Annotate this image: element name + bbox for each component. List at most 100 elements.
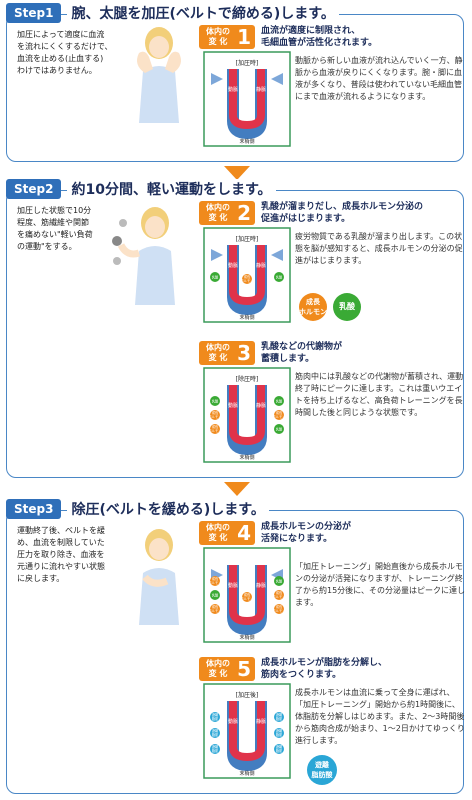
hormone-marker (210, 576, 220, 586)
vein-label: 静脈 (256, 262, 266, 269)
lactate-marker (210, 396, 220, 406)
hormone-marker-label: ホルモン (241, 278, 254, 283)
change-1-headline: 血流が適度に制限され、 毛細血管が活性化されます。 (261, 26, 378, 48)
change-3: 体内の変 化 3 乳酸などの代謝物が 蓄積します。 [除圧時]動脈静脈末梢側乳酸… (199, 341, 465, 471)
distal-label: 末梢側 (239, 454, 254, 461)
status-box (225, 551, 269, 565)
change-4-text: 「加圧トレーニング」開始直後から成長ホルモンの分泌が活発になりますが、トレーニン… (295, 562, 465, 607)
status-box (225, 55, 269, 69)
free-fatty-acid-tag: 遊離 脂肪酸 (307, 755, 337, 785)
change-3-headline: 乳酸などの代謝物が 蓄積します。 (261, 342, 343, 364)
step2-panel: Step2 約10分間、軽い運動をします。 加圧した状態で10分 程度、筋繊維や… (6, 179, 465, 478)
change-5-label: 体内の変 化 5 (199, 657, 255, 681)
hormone-marker (210, 604, 220, 614)
hormone-marker-label: ホルモン (273, 608, 286, 613)
change-2-text: 疲労物質である乳酸が溜まり出します。この状態を脳が感知すると、成長ホルモンの分泌… (295, 232, 463, 265)
change-4: 体内の変 化 4 成長ホルモンの分泌が 活発になります。 動脈静脈末梢側成長ホル… (199, 521, 465, 651)
woman-relaxed-figure (139, 529, 179, 625)
belt-right-icon (271, 249, 283, 261)
change-2-headline: 乳酸が溜まりだし、成長ホルモン分泌の 促進がはじまります。 (261, 202, 424, 224)
change-1: 体内の変 化 1 血流が適度に制限され、 毛細血管が活性化されます。 [加圧時]… (199, 25, 465, 159)
lactate-marker-label: 乳酸 (276, 579, 283, 584)
status-box (225, 687, 269, 701)
step1-heading: 腕、太腿を加圧(ベルトで締める)します。 (67, 3, 339, 23)
change-1-text: 動脈から新しい血液が流れ込んでいく一方、静脈から血液が戻りにくくなります。腕・脚… (295, 56, 463, 101)
lactate-marker (210, 272, 220, 282)
woman-flex-figure (137, 27, 181, 123)
fat-marker-label: 遊離 (276, 728, 283, 733)
vein-label: 静脈 (256, 718, 266, 725)
vessel-diagram-2: [加圧時]動脈静脈末梢側乳酸成長ホルモン乳酸 (203, 227, 291, 323)
hormone-marker-label: 成長 (212, 604, 219, 609)
lactate-marker-label: 乳酸 (212, 275, 219, 280)
hormone-marker (210, 424, 220, 434)
vein-label: 静脈 (256, 582, 266, 589)
artery-vessel (229, 551, 265, 626)
fat-marker-label: 脂肪 (212, 716, 219, 721)
hormone-marker-label: ホルモン (273, 414, 286, 419)
artery-vessel (229, 371, 265, 446)
change-4-label: 体内の変 化 4 (199, 521, 255, 545)
status-box (225, 371, 269, 385)
artery-label: 動脈 (228, 262, 238, 269)
step2-title: Step2 約10分間、軽い運動をします。 (6, 178, 276, 200)
step2-badge: Step2 (6, 179, 62, 199)
distal-label: 末梢側 (239, 770, 254, 777)
artery-label: 動脈 (228, 718, 238, 725)
fat-marker-label: 脂肪 (276, 716, 283, 721)
hormone-marker-label: ホルモン (209, 428, 222, 433)
fat-marker-label: 脂肪 (276, 748, 283, 753)
change-1-label: 体内の変 化 1 (199, 25, 255, 49)
growth-hormone-tag: 成長 ホルモン (299, 293, 327, 321)
artery-vessel (229, 231, 265, 306)
diagram-status: [除圧時] (236, 375, 259, 383)
lactate-marker-label: 乳酸 (276, 399, 283, 404)
artery-vessel (229, 687, 265, 762)
artery-label: 動脈 (228, 86, 238, 93)
lactate-marker (210, 590, 220, 600)
hormone-marker-label: 成長 (212, 576, 219, 581)
fat-marker-label: 脂肪 (276, 732, 283, 737)
hormone-marker-label: ホルモン (209, 580, 222, 585)
fat-marker-label: 遊離 (212, 744, 219, 749)
fat-marker-label: 遊離 (212, 728, 219, 733)
fat-marker (274, 728, 284, 738)
woman-dumbbell-figure (112, 207, 175, 305)
hormone-marker-label: 成長 (212, 424, 219, 429)
change-2: 体内の変 化 2 乳酸が溜まりだし、成長ホルモン分泌の 促進がはじまります。 [… (199, 201, 465, 335)
artery-label: 動脈 (228, 402, 238, 409)
change-5-headline: 成長ホルモンが脂肪を分解し、 筋肉をつくります。 (261, 658, 388, 680)
fat-marker-label: 遊離 (276, 744, 283, 749)
change-3-text: 筋肉中には乳酸などの代謝物が蓄積され、運動終了時にピークに達します。これは重いウ… (295, 372, 464, 417)
fat-marker (274, 712, 284, 722)
lactate-marker (274, 424, 284, 434)
change-4-headline: 成長ホルモンの分泌が 活発になります。 (261, 522, 352, 544)
vessel-diagram-4: 動脈静脈末梢側成長ホルモン乳酸成長ホルモン成長ホルモン乳酸成長ホルモン成長ホルモ… (203, 547, 291, 643)
fat-marker-label: 遊離 (276, 712, 283, 717)
hormone-marker-label: 成長 (244, 274, 251, 279)
lactate-marker (274, 396, 284, 406)
belt-left-icon (211, 249, 223, 261)
step1-title: Step1 腕、太腿を加圧(ベルトで締める)します。 (6, 2, 339, 24)
lactate-marker (274, 272, 284, 282)
step3-badge: Step3 (6, 499, 62, 519)
vessel-diagram-1: [加圧時]動脈静脈末梢側 (203, 51, 291, 147)
hormone-marker-label: ホルモン (209, 414, 222, 419)
step1-badge: Step1 (6, 3, 62, 23)
hormone-marker (242, 274, 252, 284)
fat-marker-label: 脂肪 (212, 732, 219, 737)
diagram-status: [加圧時] (236, 235, 259, 243)
belt-left-icon (211, 73, 223, 85)
step1-description: 加圧によって適度に血流 を流れにくくするだけで、 血流を止める(止血する) わけ… (17, 30, 113, 75)
hormone-marker (242, 592, 252, 602)
lactate-marker-label: 乳酸 (212, 593, 219, 598)
hormone-marker (210, 410, 220, 420)
hormone-marker-label: ホルモン (241, 596, 254, 601)
change-5-text: 成長ホルモンは血流に乗って全身に運ばれ、「加圧トレーニング」開始から約1時間後に… (295, 688, 465, 745)
hormone-marker (274, 410, 284, 420)
fat-marker (274, 744, 284, 754)
hormone-marker-label: 成長 (276, 604, 283, 609)
hormone-marker-label: 成長 (244, 592, 251, 597)
step3-heading: 除圧(ベルトを緩める)します。 (67, 499, 269, 519)
hormone-marker-label: ホルモン (273, 594, 286, 599)
